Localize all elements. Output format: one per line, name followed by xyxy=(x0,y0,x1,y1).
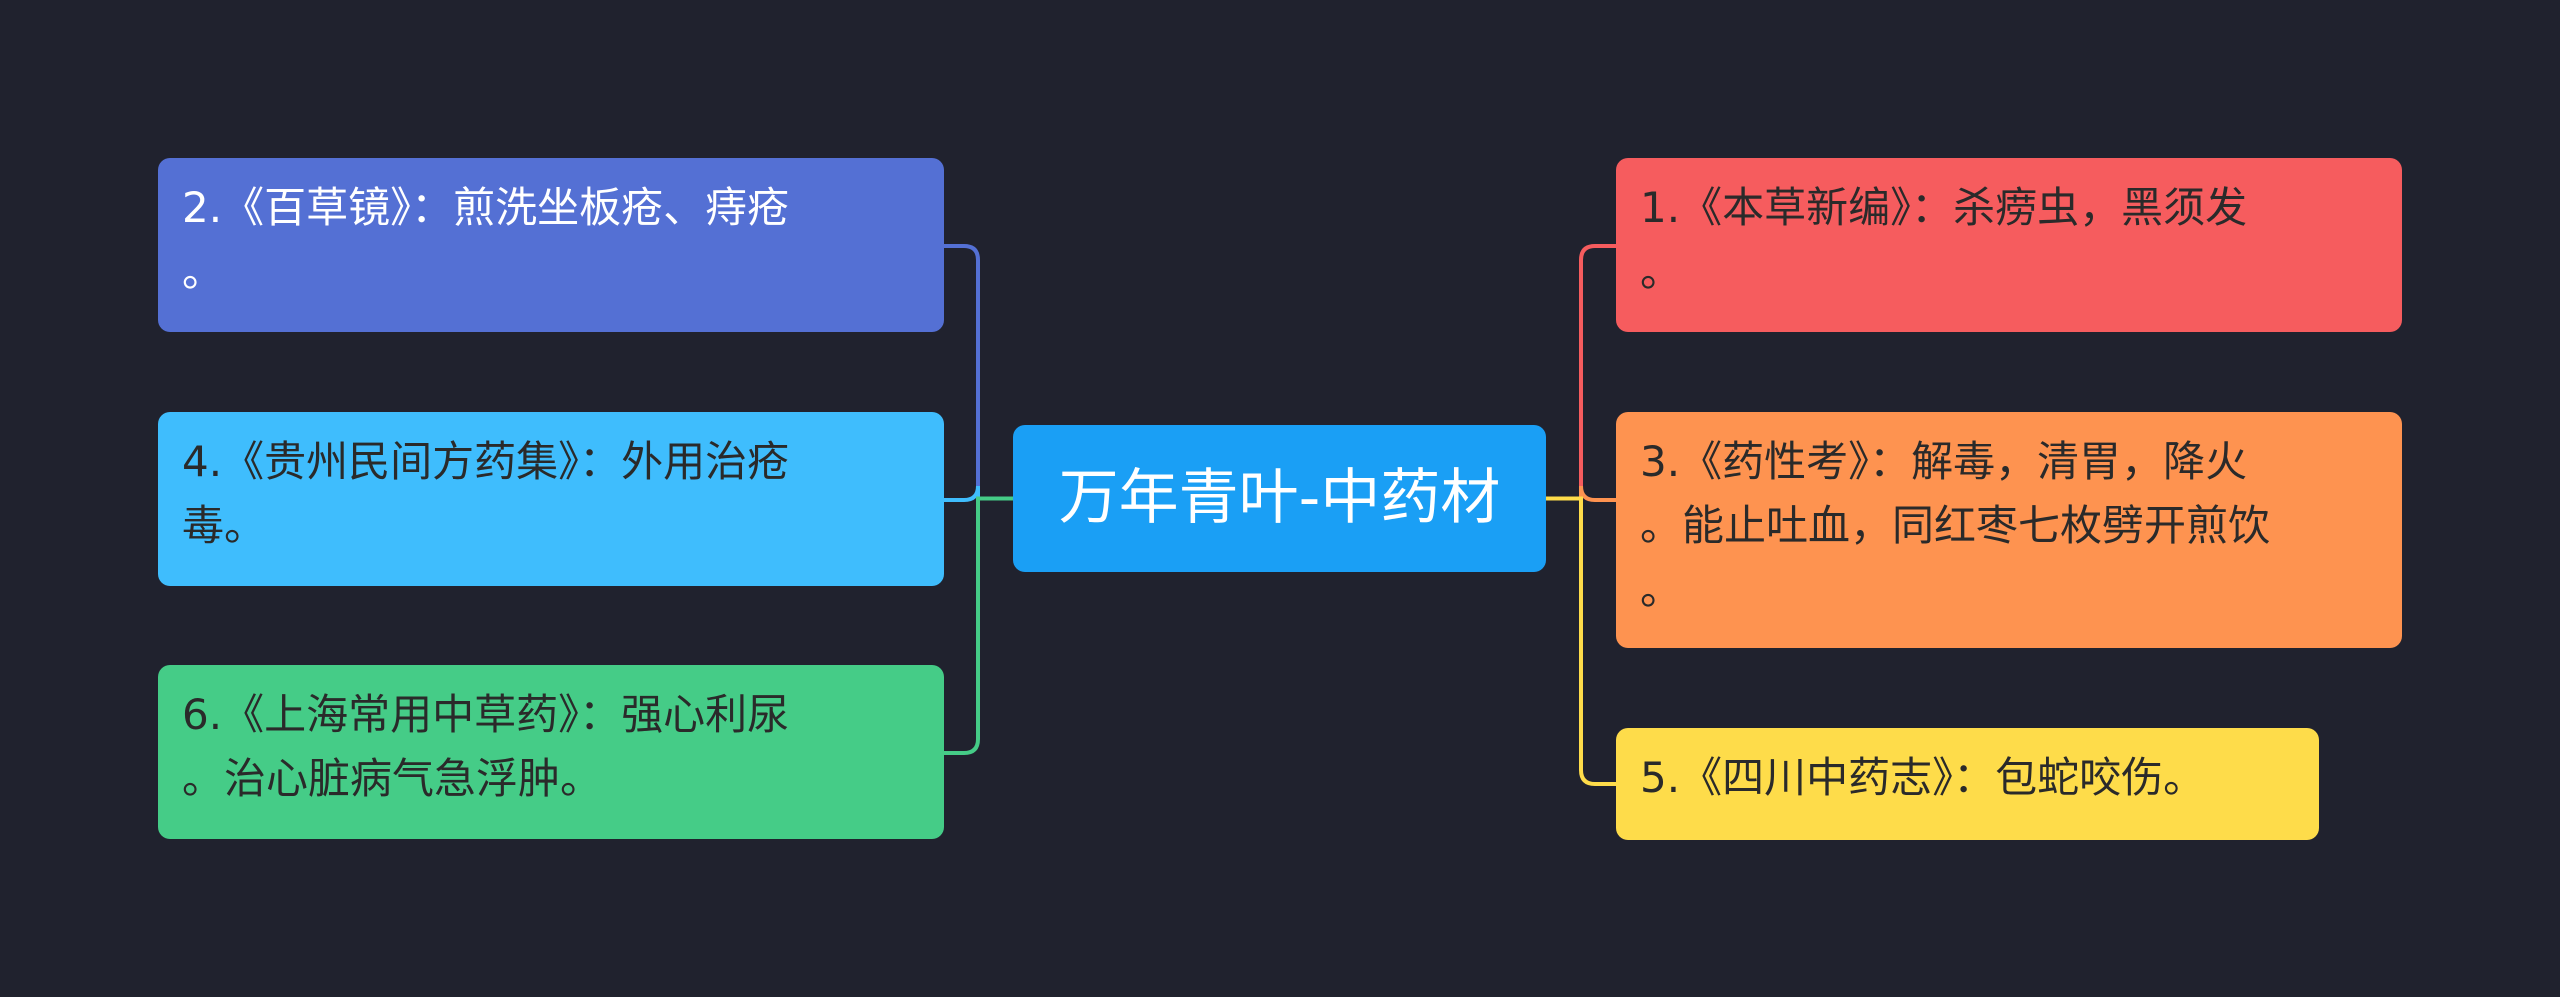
branch-node-6[interactable]: 6.《上海常用中草药》：强心利尿 。治心脏病气急浮肿。 xyxy=(158,665,944,839)
branch-node-5-line-1: 5.《四川中药志》：包蛇咬伤。 xyxy=(1640,753,2206,802)
branch-node-4[interactable]: 4.《贵州民间方药集》：外用治疮 毒。 xyxy=(158,412,944,586)
branch-node-3-line-1: 3.《药性考》：解毒，清胃，降火 xyxy=(1640,437,2248,486)
branch-node-3-line-2: 。能止吐血，同红枣七枚劈开煎饮 xyxy=(1640,501,2271,550)
root-topic[interactable]: 万年青叶-中药材 xyxy=(1013,425,1546,572)
branch-node-6-line-2: 。治心脏病气急浮肿。 xyxy=(182,754,603,803)
branch-node-2[interactable]: 2.《百草镜》：煎洗坐板疮、痔疮 。 xyxy=(158,158,944,332)
branch-node-3-line-3: 。 xyxy=(1640,565,1683,614)
branch-node-5[interactable]: 5.《四川中药志》：包蛇咬伤。 xyxy=(1616,728,2319,840)
left-connector-n6 xyxy=(944,496,1013,755)
branch-node-1-line-1: 1.《本草新编》：杀痨虫，黑须发 xyxy=(1640,183,2248,232)
root-topic-label: 万年青叶-中药材 xyxy=(1058,463,1501,533)
branch-node-2-line-2: 。 xyxy=(182,247,225,296)
branch-node-1-line-2: 。 xyxy=(1640,247,1683,296)
branch-node-6-line-1: 6.《上海常用中草药》：强心利尿 xyxy=(182,690,790,739)
branch-node-1[interactable]: 1.《本草新编》：杀痨虫，黑须发 。 xyxy=(1616,158,2402,332)
right-connector-n3 xyxy=(1546,485,1616,502)
branch-node-4-line-2: 毒。 xyxy=(182,501,267,550)
left-connector-n2 xyxy=(944,244,1013,501)
left-connector-n4 xyxy=(944,485,1013,502)
branch-node-2-line-1: 2.《百草镜》：煎洗坐板疮、痔疮 xyxy=(182,183,790,232)
right-connector-n1 xyxy=(1546,244,1616,501)
branch-node-4-line-1: 4.《贵州民间方药集》：外用治疮 xyxy=(182,437,790,486)
right-connector-n5 xyxy=(1546,496,1616,786)
branch-node-3[interactable]: 3.《药性考》：解毒，清胃，降火 。能止吐血，同红枣七枚劈开煎饮 。 xyxy=(1616,412,2402,648)
